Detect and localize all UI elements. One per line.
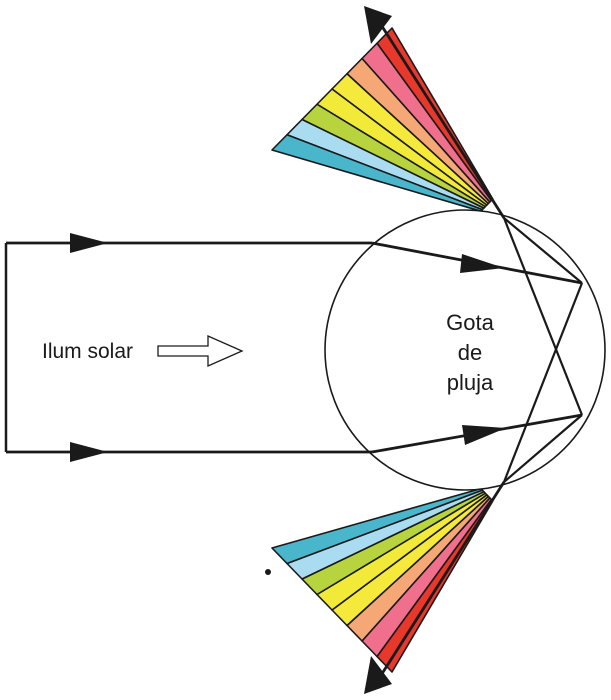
arrowhead-top-refracted	[460, 254, 504, 273]
arrowhead-bottom-refracted	[462, 425, 506, 445]
internal-reflection-top	[503, 217, 583, 284]
sunlight-label: Ilum solar	[42, 340, 133, 363]
drop-label-line-2: de	[458, 340, 482, 365]
hollow-arrow-icon	[157, 335, 244, 367]
drop-label-line-3: pluja	[447, 370, 494, 395]
arrowhead-exit-top	[364, 6, 392, 44]
lower-color-fan	[271, 487, 494, 673]
internal-reflection-bottom	[503, 414, 583, 483]
drop-label-line-1: Gota	[446, 310, 494, 335]
arrowhead-top-incoming	[70, 233, 108, 253]
internal-reflection-cross-b	[502, 282, 584, 483]
exit-ray-top	[376, 19, 506, 219]
stray-dot	[265, 569, 271, 575]
upper-color-fan	[271, 27, 494, 212]
arrowhead-exit-bottom	[364, 656, 392, 694]
exit-ray-bottom	[376, 481, 506, 681]
arrowhead-bottom-incoming	[70, 442, 108, 462]
internal-reflection-cross-a	[502, 217, 584, 416]
raindrop-circle	[324, 209, 606, 491]
